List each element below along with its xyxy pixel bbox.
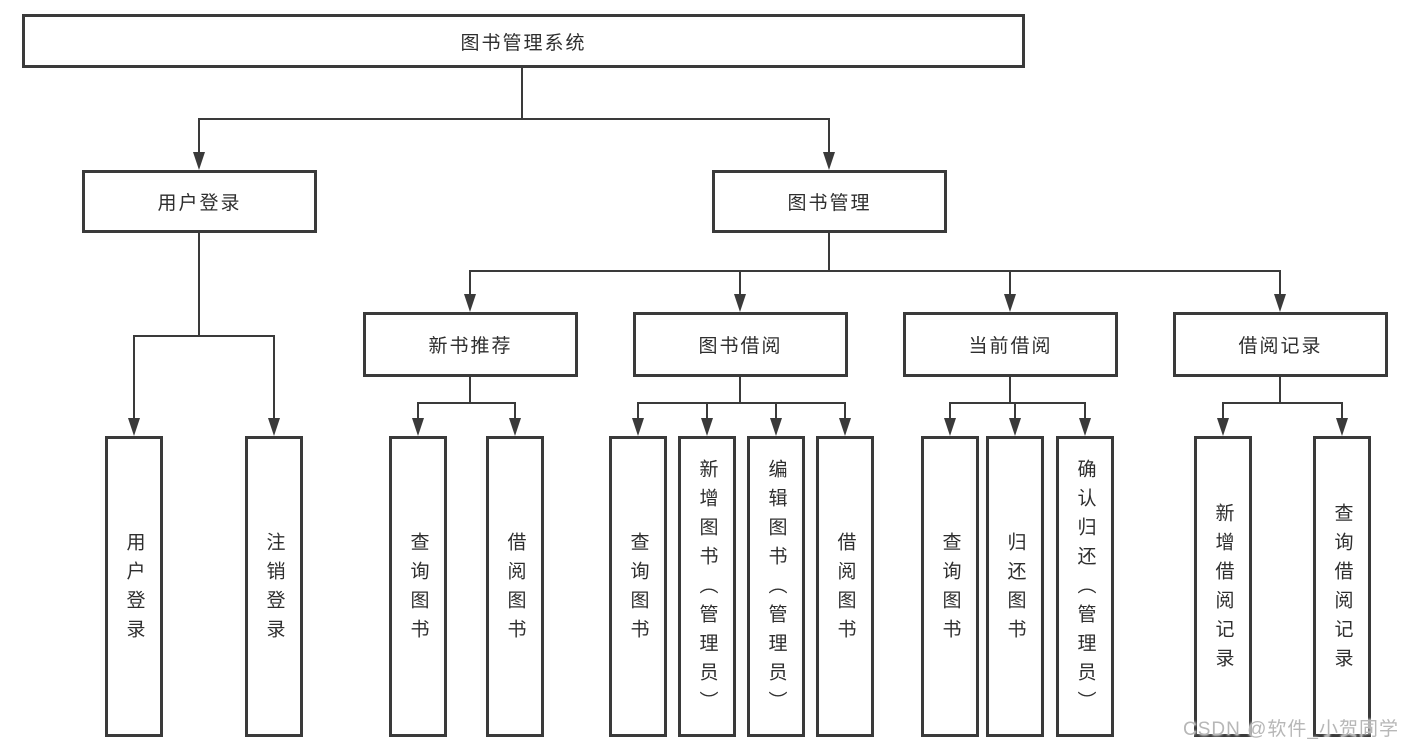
connector-line [417,402,516,404]
connector-line [133,336,135,419]
connector-line [198,233,200,337]
arrowhead-down-icon [509,418,521,436]
leaf-add-borrow-record: 新增借阅记录 [1194,436,1252,737]
connector-line [198,118,830,120]
arrowhead-down-icon [839,418,851,436]
arrowhead-down-icon [770,418,782,436]
leaf-borrow-books-borrowing: 借阅图书 [816,436,874,737]
node-user-login: 用户登录 [82,170,317,233]
arrowhead-down-icon [734,294,746,312]
arrowhead-down-icon [1009,418,1021,436]
arrowhead-down-icon [1217,418,1229,436]
arrowhead-down-icon [412,418,424,436]
leaf-add-book-admin: 新增图书（管理员） [678,436,736,737]
arrowhead-down-icon [1336,418,1348,436]
connector-line [469,377,471,404]
connector-line [1222,403,1224,419]
connector-line [637,402,846,404]
connector-line [739,377,741,404]
connector-line [198,120,200,153]
connector-line [949,402,1086,404]
leaf-edit-book-admin: 编辑图书（管理员） [747,436,805,737]
leaf-user-login: 用户登录 [105,436,163,737]
csdn-watermark: CSDN @软件_小贺同学 [1183,719,1399,740]
arrowhead-down-icon [701,418,713,436]
arrowhead-down-icon [193,152,205,170]
node-current-borrowing: 当前借阅 [903,312,1118,377]
arrowhead-down-icon [944,418,956,436]
connector-line [417,403,419,419]
connector-line [1084,403,1086,419]
arrowhead-down-icon [128,418,140,436]
connector-line [514,403,516,419]
arrowhead-down-icon [1004,294,1016,312]
leaf-borrow-books-recommend: 借阅图书 [486,436,544,737]
leaf-logout: 注销登录 [245,436,303,737]
arrowhead-down-icon [1079,418,1091,436]
connector-line [949,403,951,419]
connector-line [1009,271,1011,295]
connector-line [828,233,830,272]
node-book-borrowing: 图书借阅 [633,312,848,377]
connector-line [1279,377,1281,404]
leaf-query-books-recommend: 查询图书 [389,436,447,737]
arrowhead-down-icon [1274,294,1286,312]
node-book-management: 图书管理 [712,170,947,233]
connector-line [469,270,1281,272]
connector-line [828,120,830,153]
leaf-query-books-current: 查询图书 [921,436,979,737]
leaf-return-book: 归还图书 [986,436,1044,737]
connector-line [1014,403,1016,419]
leaf-query-borrow-record: 查询借阅记录 [1313,436,1371,737]
connector-line [521,68,523,120]
node-library-management-system: 图书管理系统 [22,14,1025,68]
connector-line [637,403,639,419]
connector-line [133,335,275,337]
arrowhead-down-icon [823,152,835,170]
connector-line [1222,402,1343,404]
connector-line [739,271,741,295]
connector-line [1279,271,1281,295]
leaf-query-books-borrowing: 查询图书 [609,436,667,737]
node-new-book-recommendation: 新书推荐 [363,312,578,377]
connector-line [1341,403,1343,419]
connector-line [706,403,708,419]
leaf-confirm-return-admin: 确认归还（管理员） [1056,436,1114,737]
connector-line [1009,377,1011,404]
node-borrowing-records: 借阅记录 [1173,312,1388,377]
connector-line [273,336,275,419]
connector-line [469,271,471,295]
arrowhead-down-icon [632,418,644,436]
connector-line [844,403,846,419]
connector-line [775,403,777,419]
arrowhead-down-icon [268,418,280,436]
arrowhead-down-icon [464,294,476,312]
